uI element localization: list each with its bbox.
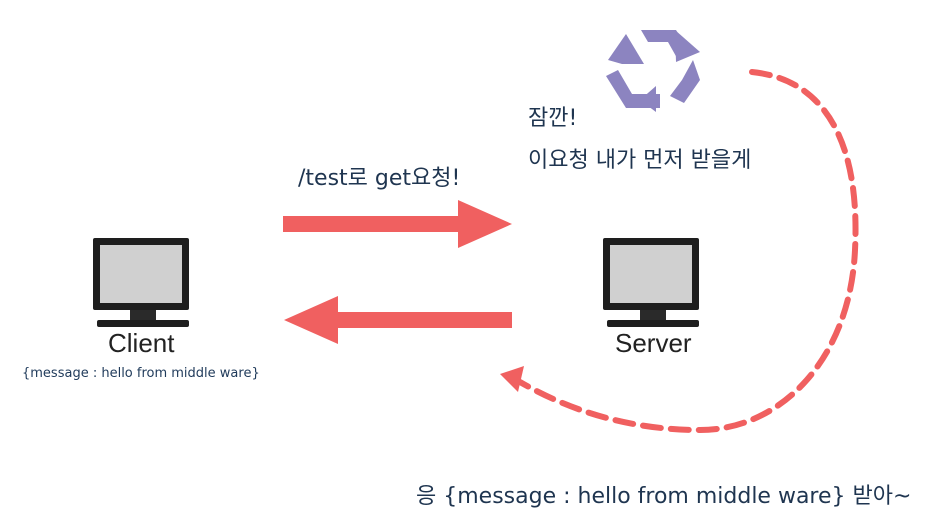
middleware-note-line2: 이요청 내가 먼저 받을게: [528, 148, 752, 173]
request-label: /test로 get요청!: [298, 166, 461, 191]
request-arrow: [283, 200, 512, 248]
recycle-icon: [606, 30, 700, 112]
server-monitor-icon: [603, 238, 699, 327]
middleware-dashed-arrow: [500, 69, 859, 434]
client-monitor-icon: [93, 238, 189, 327]
client-label: Client: [108, 328, 175, 358]
server-label: Server: [615, 328, 692, 358]
client-message: {message : hello from middle ware}: [22, 366, 260, 381]
reply-label: 응 {message : hello from middle ware} 받아~: [416, 484, 912, 509]
middleware-note-line1: 잠깐!: [528, 106, 578, 131]
response-arrow: [284, 296, 512, 344]
